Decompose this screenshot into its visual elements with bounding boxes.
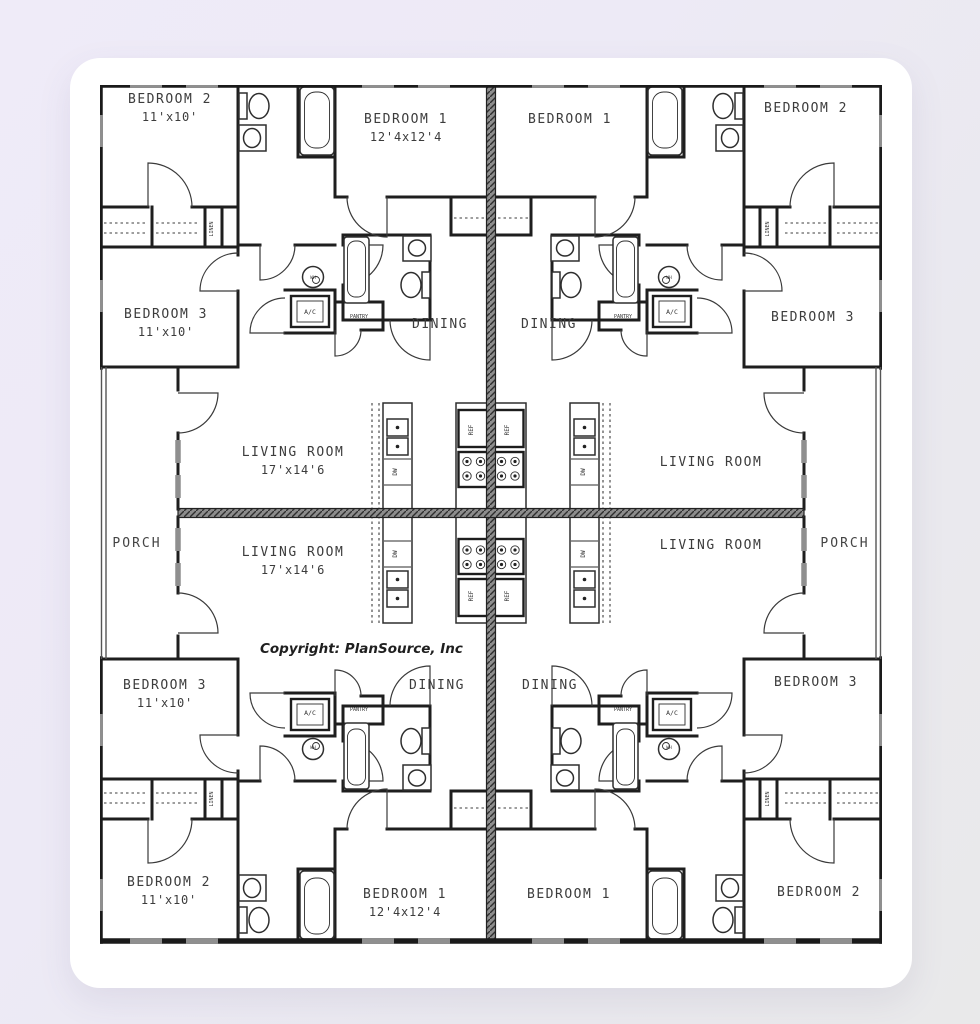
floor-plan: BEDROOM 2 11'x10' BEDROOM 3 11'x10' BEDR… [100,85,882,945]
label-dw-upper-right: DW [580,468,587,476]
label-bedroom1-dims-lower-left: 12'4x12'4 [369,905,441,919]
plan-card: BEDROOM 2 11'x10' BEDROOM 3 11'x10' BEDR… [70,58,912,988]
label-dining-upper-right: DINING [521,317,577,332]
label-dw-lower-left: DW [392,550,399,558]
label-pantry-lower-left: PANTRY [350,707,368,713]
label-pantry-upper-left: PANTRY [350,314,368,320]
label-ac-upper-left: A/C [304,308,316,316]
label-ac-lower-right: A/C [666,709,678,717]
label-bedroom3-upper-left: BEDROOM 3 [124,307,208,322]
label-porch-left: PORCH [112,536,161,551]
label-dw-lower-right: DW [580,550,587,558]
label-wh-upper-left: WH [310,275,316,281]
label-linen-upper-right: LINEN [765,221,771,236]
label-bedroom3-dims-lower-left: 11'x10' [137,696,193,710]
label-bedroom2-upper-left: BEDROOM 2 [128,92,212,107]
label-ref-lower-right: REF [504,590,511,601]
label-pantry-upper-right: PANTRY [614,314,632,320]
label-ac-lower-left: A/C [304,709,316,717]
label-bedroom2-dims-upper-left: 11'x10' [142,110,198,124]
label-ref-upper-left: REF [468,424,475,435]
label-wh-upper-right: WH [666,275,672,281]
label-bedroom3-upper-right: BEDROOM 3 [771,310,855,325]
label-bedroom1-upper-right: BEDROOM 1 [528,112,612,127]
label-porch-right: PORCH [820,536,869,551]
label-dining-lower-left: DINING [409,678,465,693]
label-bedroom1-dims-upper-left: 12'4x12'4 [370,130,442,144]
label-ref-upper-right: REF [504,424,511,435]
label-linen-upper-left: LINEN [209,221,215,236]
label-pantry-lower-right: PANTRY [614,707,632,713]
label-ref-lower-left: REF [468,590,475,601]
floor-plan-drawing: BEDROOM 2 11'x10' BEDROOM 3 11'x10' BEDR… [100,85,882,944]
label-dining-lower-right: DINING [522,678,578,693]
label-bedroom1-upper-left: BEDROOM 1 [364,112,448,127]
label-living-lower-right: LIVING ROOM [660,538,763,553]
label-living-upper-right: LIVING ROOM [660,455,763,470]
exterior-walls [100,85,882,944]
label-dw-upper-left: DW [392,468,399,476]
label-dining-upper-left: DINING [412,317,468,332]
label-bedroom1-lower-left: BEDROOM 1 [363,887,447,902]
label-bedroom3-lower-left: BEDROOM 3 [123,678,207,693]
exterior-windows [100,85,882,944]
label-ac-upper-right: A/C [666,308,678,316]
label-wh-lower-left: WH [310,745,316,751]
label-living-upper-left: LIVING ROOM [242,445,345,460]
label-linen-lower-left: LINEN [209,791,215,806]
label-living-dims-upper-left: 17'x14'6 [261,463,325,477]
label-linen-lower-right: LINEN [765,791,771,806]
label-bedroom3-lower-right: BEDROOM 3 [774,675,858,690]
copyright-text: Copyright: PlanSource, Inc [260,641,463,657]
label-bedroom1-lower-right: BEDROOM 1 [527,887,611,902]
label-living-lower-left: LIVING ROOM [242,545,345,560]
label-wh-lower-right: WH [666,745,672,751]
label-bedroom3-dims-upper-left: 11'x10' [138,325,194,339]
label-living-dims-lower-left: 17'x14'6 [261,563,325,577]
label-bedroom2-lower-right: BEDROOM 2 [777,885,861,900]
label-bedroom2-upper-right: BEDROOM 2 [764,101,848,116]
label-bedroom2-dims-lower-left: 11'x10' [141,893,197,907]
label-bedroom2-lower-left: BEDROOM 2 [127,875,211,890]
